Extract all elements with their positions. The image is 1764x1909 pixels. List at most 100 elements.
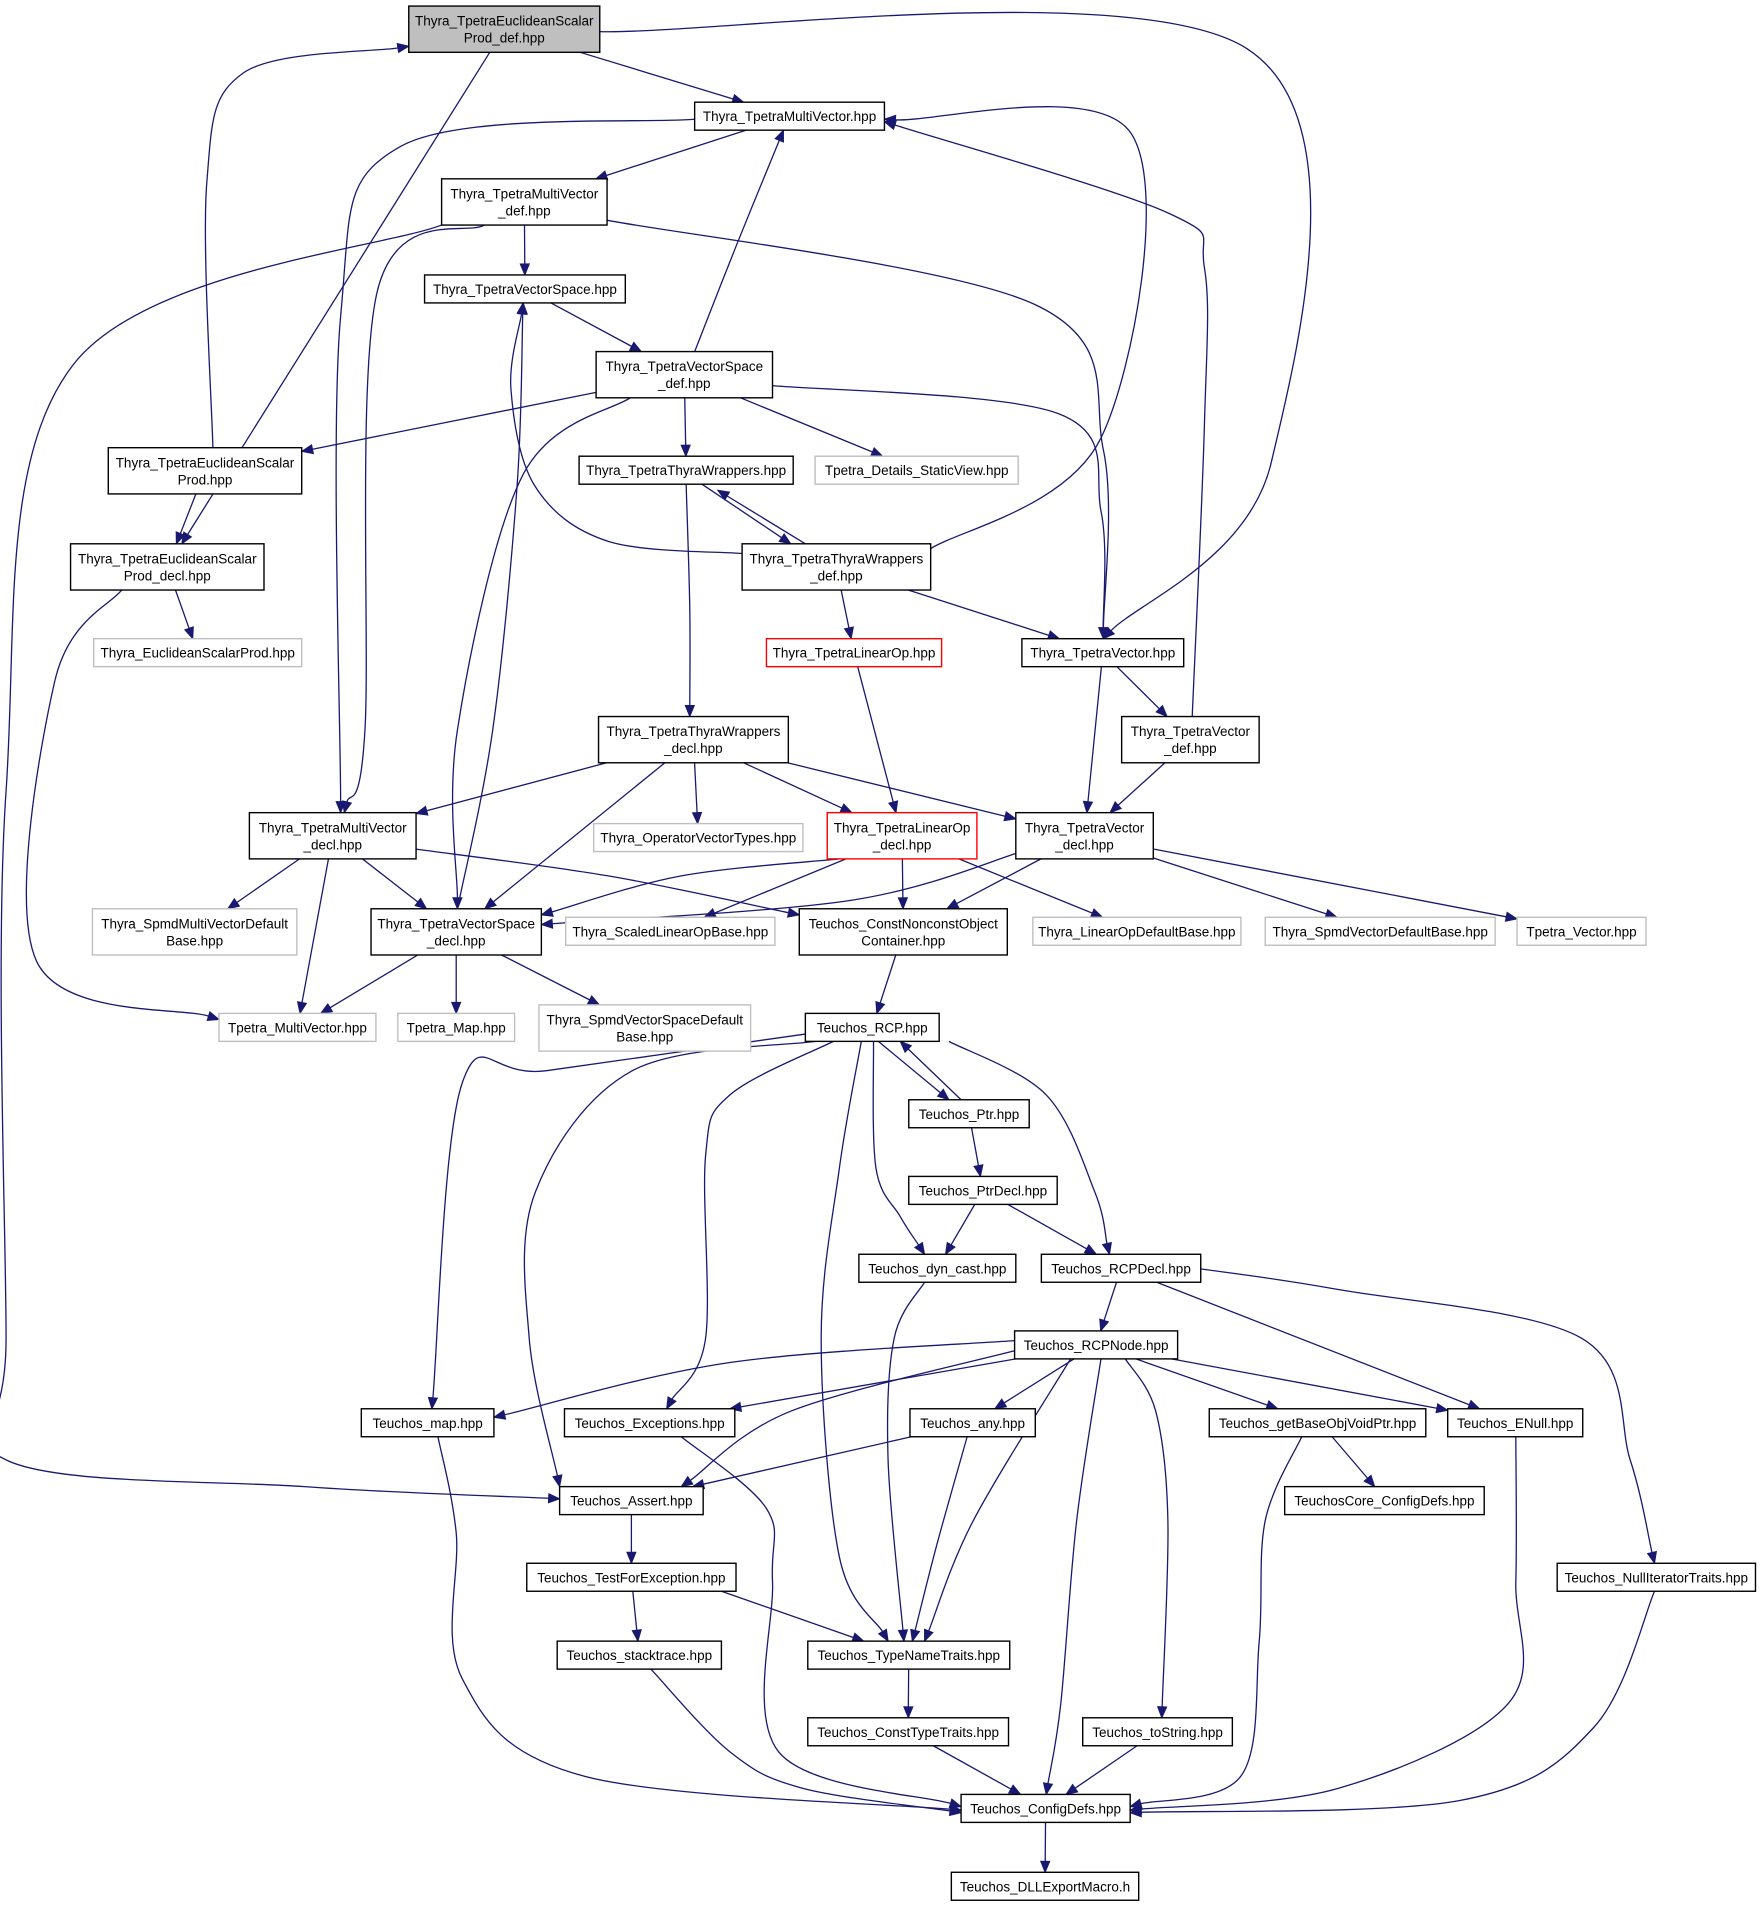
node-teuchos-any-hpp[interactable]: Teuchos_any.hpp (909, 1408, 1036, 1438)
node-teuchos-map-hpp[interactable]: Teuchos_map.hpp (360, 1408, 495, 1438)
node-teuchos-consttypetraits-hpp[interactable]: Teuchos_ConstTypeTraits.hpp (807, 1717, 1010, 1747)
node-teuchos-ptrdecl-hpp[interactable]: Teuchos_PtrDecl.hpp (908, 1175, 1058, 1206)
node-teuchos-typenametraits-hpp[interactable]: Teuchos_TypeNameTraits.hpp (807, 1640, 1011, 1670)
node-thyra-tpetrathyrawrappers-hpp[interactable]: Thyra_TpetraThyraWrappers.hpp (578, 455, 794, 485)
node-tpetra-vector-hpp[interactable]: Tpetra_Vector.hpp (1516, 916, 1647, 946)
node-label: _decl.hpp (663, 741, 723, 756)
edge-thyra-tpetraeuclideanscalarprod-decl-hpp-to-thyra-euclideanscalarprod-hpp (174, 589, 194, 640)
edge-teuchos-any-hpp-to-teuchos-typenametraits-hpp (910, 1436, 968, 1643)
edge-line (1117, 762, 1166, 806)
node-thyra-tpetravectorspace-hpp[interactable]: Thyra_TpetraVectorSpace.hpp (423, 274, 627, 304)
node-thyra-tpetrathyrawrappers-decl-hpp[interactable]: Thyra_TpetraThyraWrappers _decl.hpp (597, 715, 790, 764)
node-tpetra-map-hpp[interactable]: Tpetra_Map.hpp (397, 1012, 516, 1043)
arrowhead-icon (540, 906, 554, 917)
edge-line (523, 1040, 816, 1476)
arrowhead-icon (1435, 1402, 1449, 1414)
node-thyra-scaledlinearopbase-hpp[interactable]: Thyra_ScaledLinearOpBase.hpp (564, 916, 776, 946)
node-label: Tpetra_Details_StaticView.hpp (825, 463, 1009, 478)
arrowhead-icon (341, 800, 353, 814)
node-thyra-tpetravector-def-hpp[interactable]: Thyra_TpetraVector_def.hpp (1120, 715, 1260, 764)
node-box (807, 1640, 1011, 1670)
node-label: Teuchos_dyn_cast.hpp (868, 1261, 1006, 1276)
node-thyra-tpetramultivector-decl-hpp[interactable]: Thyra_TpetraMultiVector_decl.hpp (248, 811, 417, 860)
edge-thyra-tpetravector-def-hpp-to-thyra-tpetravector-decl-hpp (1109, 762, 1166, 814)
edge-thyra-tpetravectorspace-decl-hpp-to-tpetra-map-hpp (450, 954, 462, 1015)
edge-line (550, 302, 632, 347)
node-thyra-linearopdefaultbase-hpp[interactable]: Thyra_LinearOpDefaultBase.hpp (1032, 916, 1242, 946)
node-thyra-tpetralinearop-hpp[interactable]: Thyra_TpetraLinearOp.hpp (765, 637, 943, 668)
edge-thyra-tpetravectorspace-def-hpp-to-thyra-tpetravector-hpp (772, 385, 1109, 641)
node-teuchos-dyn-cast-hpp[interactable]: Teuchos_dyn_cast.hpp (858, 1253, 1017, 1283)
node-box (826, 811, 978, 860)
edge-line (701, 483, 782, 539)
node-teuchos-getbaseobjvoidptr-hpp[interactable]: Teuchos_getBaseObjVoidPtr.hpp (1208, 1408, 1427, 1438)
node-label: Teuchos_stacktrace.hpp (567, 1648, 713, 1663)
edge-line (714, 858, 847, 914)
node-thyra-tpetralinearop-decl-hpp[interactable]: Thyra_TpetraLinearOp_decl.hpp (826, 811, 978, 860)
node-thyra-tpetravectorspace-decl-hpp[interactable]: Thyra_TpetraVectorSpace_decl.hpp (370, 908, 543, 956)
node-thyra-tpetravectorspace-def-hpp[interactable]: Thyra_TpetraVectorSpace_def.hpp (595, 350, 774, 399)
node-label: Thyra_TpetraThyraWrappers (607, 724, 781, 739)
node-box (556, 1640, 723, 1670)
node-box (1032, 916, 1242, 946)
node-thyra-tpetramultivector-hpp[interactable]: Thyra_TpetraMultiVector.hpp (693, 101, 886, 131)
arrowhead-icon (1042, 1782, 1054, 1796)
edge-line (437, 1436, 951, 1810)
node-thyra-tpetravector-hpp[interactable]: Thyra_TpetraVector.hpp (1021, 637, 1185, 668)
node-teuchos-nulliteratortraits-hpp[interactable]: Teuchos_NullIteratorTraits.hpp (1556, 1562, 1757, 1592)
edge-teuchos-getbaseobjvoidptr-hpp-to-teuchoscore-configdefs-hpp (1331, 1436, 1376, 1488)
node-box (370, 908, 543, 956)
node-teuchos-configdefs-hpp[interactable]: Teuchos_ConfigDefs.hpp (960, 1793, 1131, 1824)
node-teuchos-tostring-hpp[interactable]: Teuchos_toString.hpp (1082, 1717, 1234, 1747)
node-label: Thyra_TpetraVectorSpace.hpp (433, 282, 617, 297)
node-thyra-operatorvectortypes-hpp[interactable]: Thyra_OperatorVectorTypes.hpp (592, 822, 804, 853)
edge-thyra-tpetrathyrawrappers-def-hpp-to-thyra-tpetralinearop-hpp (840, 589, 854, 640)
arrowhead-icon (875, 1000, 886, 1015)
node-teuchos-exceptions-hpp[interactable]: Teuchos_Exceptions.hpp (563, 1408, 736, 1438)
node-teuchoscore-configdefs-hpp[interactable]: TeuchosCore_ConfigDefs.hpp (1283, 1485, 1485, 1516)
node-teuchos-rcpdecl-hpp[interactable]: Teuchos_RCPDecl.hpp (1040, 1253, 1202, 1283)
node-label: Thyra_ScaledLinearOpBase.hpp (572, 924, 768, 939)
node-label: Tpetra_Vector.hpp (1526, 924, 1636, 939)
node-label: Container.hpp (861, 933, 945, 948)
node-teuchos-rcpnode-hpp[interactable]: Teuchos_RCPNode.hpp (1013, 1330, 1179, 1360)
node-thyra-spmdvectordefaultbase-hpp[interactable]: Thyra_SpmdVectorDefaultBase.hpp (1264, 916, 1496, 946)
node-label: Teuchos_Assert.hpp (570, 1494, 692, 1509)
node-teuchos-rcp-hpp[interactable]: Teuchos_RCP.hpp (804, 1012, 940, 1043)
node-thyra-tpetramultivector-def-hpp[interactable]: Thyra_TpetraMultiVector_def.hpp (440, 178, 608, 226)
node-label: Thyra_TpetraVector (1025, 820, 1145, 835)
node-teuchos-stacktrace-hpp[interactable]: Teuchos_stacktrace.hpp (556, 1640, 723, 1670)
node-thyra-euclideanscalarprod-hpp[interactable]: Thyra_EuclideanScalarProd.hpp (92, 637, 303, 668)
node-box (1021, 637, 1185, 668)
edge-line (335, 118, 695, 802)
node-thyra-tpetravector-decl-hpp[interactable]: Thyra_TpetraVector_decl.hpp (1015, 811, 1154, 860)
arrowhead-icon (450, 1001, 462, 1015)
edge-line (236, 858, 300, 904)
arrowhead-icon (1646, 1550, 1657, 1565)
edge-thyra-tpetravectorspace-decl-hpp-to-thyra-tpetravectorspace-hpp (456, 301, 528, 909)
arrowhead-icon (948, 1805, 963, 1817)
node-teuchos-enull-hpp[interactable]: Teuchos_ENull.hpp (1446, 1408, 1584, 1438)
node-teuchos-assert-hpp[interactable]: Teuchos_Assert.hpp (558, 1485, 704, 1516)
edge-teuchos-ptrdecl-hpp-to-teuchos-rcpdecl-hpp (1007, 1203, 1098, 1255)
node-teuchos-dllexportmacro-h[interactable]: Teuchos_DLLExportMacro.h (950, 1871, 1140, 1901)
node-label: Teuchos_PtrDecl.hpp (919, 1183, 1047, 1198)
node-box (1013, 1330, 1179, 1360)
edge-thyra-tpetrathyrawrappers-decl-hpp-to-thyra-operatorvectortypes-hpp (691, 762, 703, 825)
node-teuchos-testforexception-hpp[interactable]: Teuchos_TestForException.hpp (526, 1562, 737, 1592)
node-tpetra-details-staticview-hpp[interactable]: Tpetra_Details_StaticView.hpp (814, 455, 1019, 485)
node-thyra-tpetrathyrawrappers-def-hpp[interactable]: Thyra_TpetraThyraWrappers_def.hpp (741, 543, 932, 591)
node-teuchos-ptr-hpp[interactable]: Teuchos_Ptr.hpp (908, 1099, 1030, 1129)
node-box (563, 1408, 736, 1438)
node-label: Thyra_TpetraMultiVector.hpp (703, 109, 876, 124)
node-label: Thyra_LinearOpDefaultBase.hpp (1038, 924, 1235, 939)
node-label: Thyra_TpetraEuclideanScalar (415, 14, 594, 29)
node-tpetra-multivector-hpp[interactable]: Tpetra_MultiVector.hpp (218, 1012, 377, 1043)
edge-teuchos-any-hpp-to-teuchos-assert-hpp (691, 1436, 912, 1490)
